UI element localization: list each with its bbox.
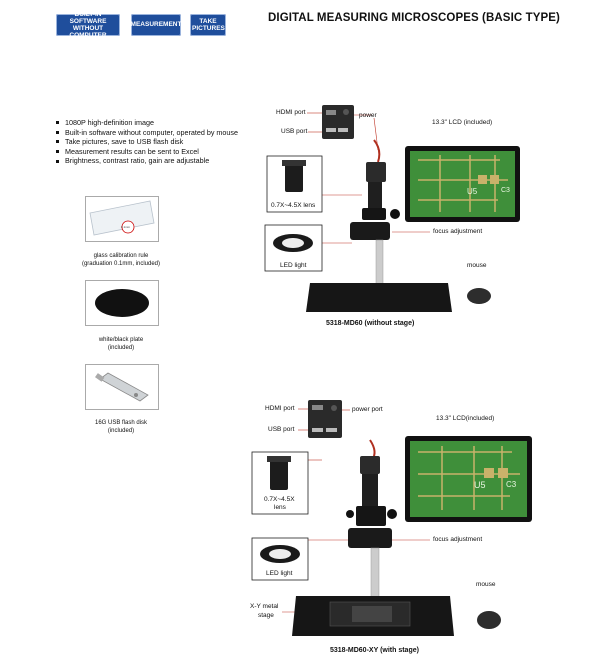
usb-flash-disk-image	[85, 364, 159, 410]
top-focus-label: focus adjustment	[433, 228, 483, 235]
top-power-label: power	[359, 112, 377, 119]
bottom-lens-label-line1: 0.7X~4.5X	[264, 496, 295, 503]
plate-caption: white/black plate (included)	[98, 337, 144, 351]
top-pcb-mark-c3: C3	[501, 187, 510, 194]
bottom-stage-label-line2: stage	[258, 612, 274, 619]
bottom-pcb-mark-u5: U5	[474, 480, 486, 490]
bottom-power-port-label: power port	[352, 406, 383, 413]
bottom-pcb-mark-c3: C3	[506, 480, 517, 489]
white-black-plate-image	[85, 280, 159, 326]
feature-item: Brightness, contrast ratio, gain are adj…	[56, 156, 238, 166]
page-title: DIGITAL MEASURING MICROSCOPES (BASIC TYP…	[268, 12, 560, 24]
top-hdmi-port-label: HDMI port	[276, 109, 306, 116]
feature-item: 1080P high-definition image	[56, 118, 238, 128]
badge-take-pictures-label: TAKE PICTURES	[192, 17, 225, 32]
badge-measurement: MEASUREMENT	[131, 14, 181, 36]
feature-item: Built-in software without computer, oper…	[56, 128, 238, 138]
glass-calibration-rule-image: 0.1mm	[85, 196, 159, 242]
bottom-lcd-label: 13.3" LCD(included)	[436, 415, 495, 422]
badge-builtin-software: BUILT-IN SOFTWARE WITHOUT COMPUTER	[56, 11, 120, 39]
bottom-hdmi-port-label: HDMI port	[265, 405, 295, 412]
bottom-focus-label: focus adjustment	[433, 536, 483, 543]
top-mouse-label: mouse	[467, 262, 487, 269]
feature-item: Measurement results can be sent to Excel	[56, 147, 238, 157]
top-lens-label: 0.7X~4.5X lens	[271, 202, 316, 209]
top-lcd-label: 13.3" LCD (included)	[432, 119, 493, 126]
bottom-mouse-label: mouse	[476, 581, 496, 588]
badge-builtin-label: BUILT-IN SOFTWARE WITHOUT COMPUTER	[69, 10, 107, 40]
bottom-led-label: LED light	[266, 570, 293, 577]
badge-measurement-label: MEASUREMENT	[130, 21, 182, 29]
glass-scale-label: 0.1mm	[121, 225, 131, 229]
top-product-caption: 5318-MD60 (without stage)	[326, 320, 415, 327]
bottom-stage-label-line1: X-Y metal	[250, 603, 279, 610]
bottom-product-caption: 5318-MD60-XY (with stage)	[330, 647, 419, 654]
top-led-label: LED light	[280, 262, 307, 269]
bottom-usb-port-label: USB port	[268, 426, 295, 433]
feature-item: Take pictures, save to USB flash disk	[56, 137, 238, 147]
usb-disk-caption: 16G USB flash disk (included)	[94, 420, 148, 434]
bottom-lens-label-line2: lens	[274, 504, 286, 511]
top-usb-port-label: USB port	[281, 128, 308, 135]
badge-take-pictures: TAKE PICTURES	[190, 14, 226, 36]
feature-list: 1080P high-definition image Built-in sof…	[56, 118, 238, 166]
glass-calibration-caption: glass calibration rule (graduation 0.1mm…	[81, 253, 161, 267]
top-pcb-mark-u5: U5	[467, 187, 478, 196]
